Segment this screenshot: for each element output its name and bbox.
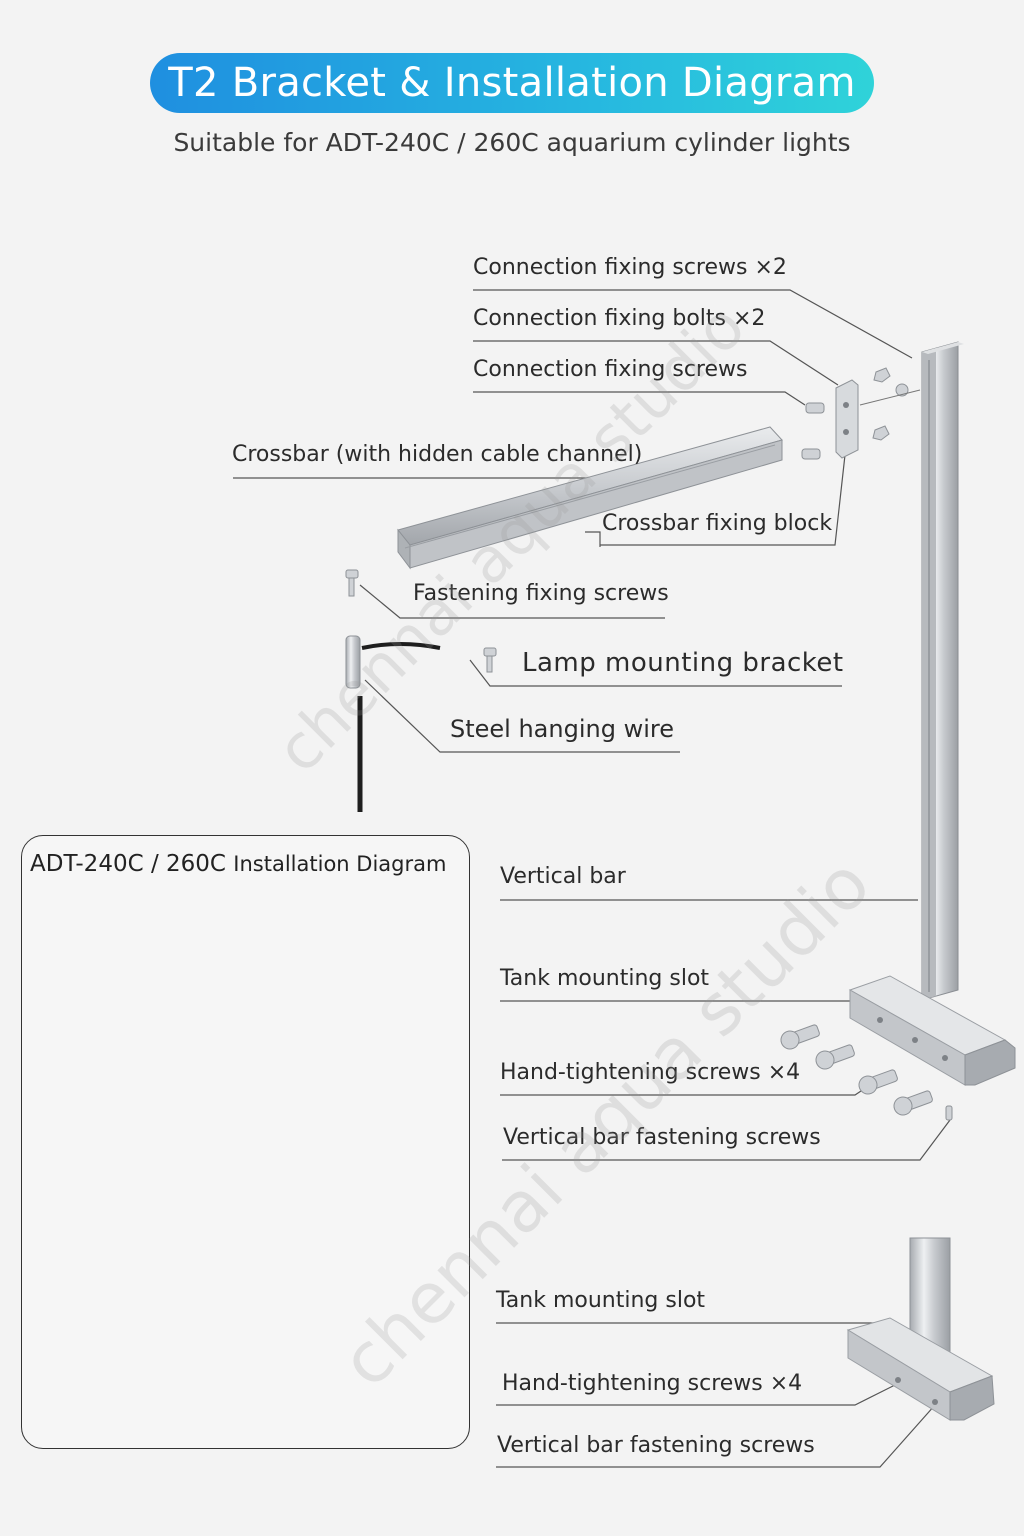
label-connection-screws-x2: Connection fixing screws ×2: [473, 255, 787, 280]
label-vbar-fastening-2: Vertical bar fastening screws: [497, 1433, 815, 1458]
installation-inset: [21, 835, 470, 1449]
lamp-bracket-hardware: [345, 569, 497, 689]
label-steel-wire: Steel hanging wire: [450, 715, 674, 743]
label-vbar-fastening: Vertical bar fastening screws: [503, 1125, 821, 1150]
subtitle: Suitable for ADT-240C / 260C aquarium cy…: [173, 128, 851, 157]
label-tank-slot: Tank mounting slot: [500, 966, 710, 991]
tank-mounting-slot: [848, 975, 1016, 1086]
label-connection-screws: Connection fixing screws: [473, 357, 748, 382]
label-vertical-bar: Vertical bar: [500, 864, 626, 889]
steel-wire-curve: [361, 642, 441, 650]
label-crossbar: Crossbar (with hidden cable channel): [232, 442, 643, 467]
connection-hardware: [801, 367, 909, 460]
label-hand-screws: Hand-tightening screws ×4: [500, 1060, 801, 1085]
label-connection-bolts-x2: Connection fixing bolts ×2: [473, 306, 766, 331]
inset-title-text: Installation Diagram: [233, 852, 447, 876]
lower-detail: [846, 1237, 995, 1421]
label-fastening-screws: Fastening fixing screws: [413, 581, 669, 606]
inset-title: ADT-240C / 260C Installation Diagram: [30, 851, 446, 877]
label-crossbar-fixing-block: Crossbar fixing block: [602, 511, 833, 536]
crossbar-fixing-block: [835, 379, 859, 459]
label-hand-screws-2: Hand-tightening screws ×4: [502, 1371, 803, 1396]
title-banner: T2 Bracket & Installation Diagram: [150, 53, 874, 113]
label-tank-slot-2: Tank mounting slot: [496, 1288, 706, 1313]
vertical-bar: [921, 341, 964, 1001]
label-lamp-bracket: Lamp mounting bracket: [522, 648, 844, 678]
inset-title-model: ADT-240C / 260C: [30, 851, 226, 877]
crossbar: [397, 426, 783, 570]
hand-screws: [780, 1024, 953, 1121]
